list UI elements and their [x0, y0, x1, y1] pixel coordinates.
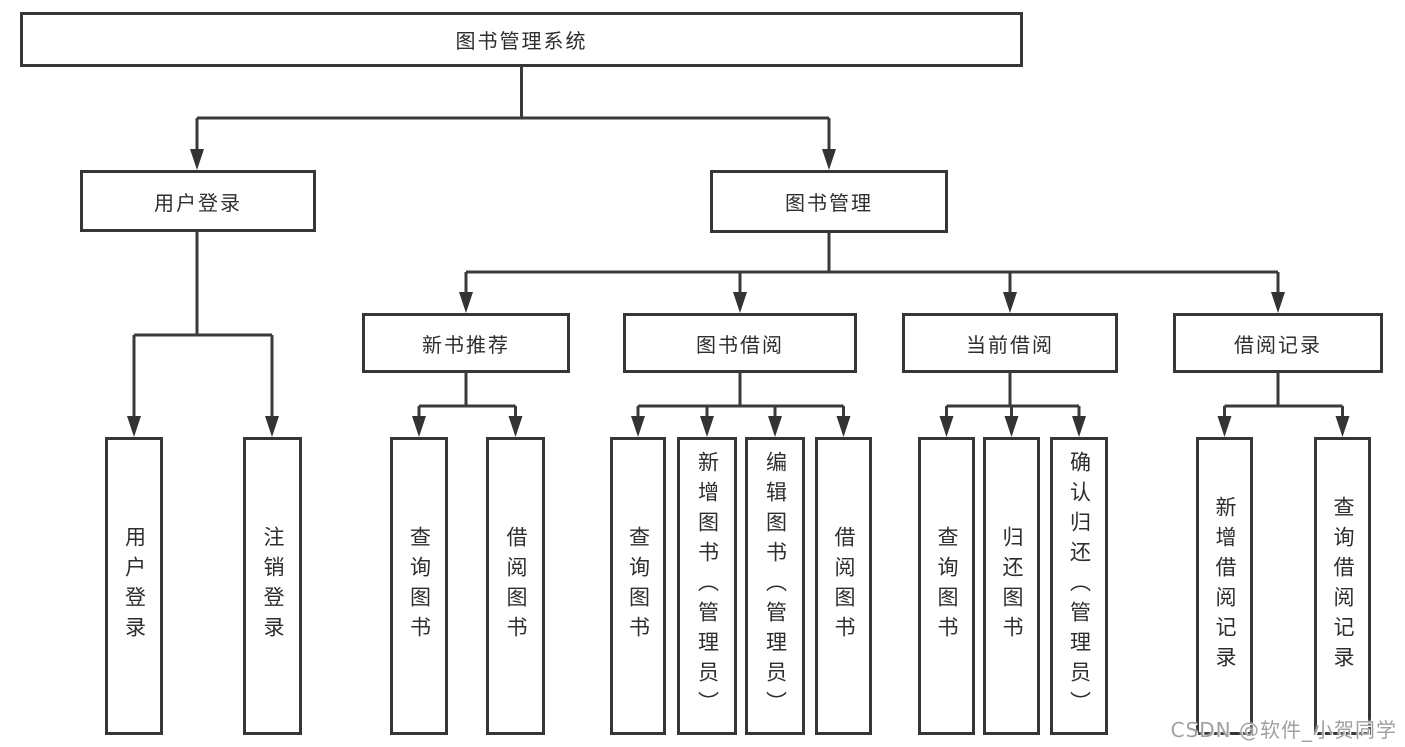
- arrow-down-icon: [733, 292, 747, 313]
- leaf-nb-query-books: 查询图书: [390, 437, 448, 735]
- leaf-bb-query-books: 查询图书: [610, 437, 666, 735]
- connector-current-borrow: [945, 373, 1081, 419]
- arrow-down-icon: [1003, 292, 1017, 313]
- node-book-management-label: 图书管理: [785, 191, 873, 215]
- arrow-down-icon: [1004, 416, 1019, 437]
- leaf-logout: 注销登录: [243, 437, 302, 735]
- connector-book-borrow: [636, 373, 845, 419]
- node-borrow-records: 借阅记录: [1173, 313, 1383, 373]
- node-root-label: 图书管理系统: [455, 29, 588, 53]
- node-book-management: 图书管理: [710, 170, 948, 233]
- leaf-br-add-record: 新增借阅记录: [1196, 437, 1253, 735]
- leaf-bb-query-books-label: 查询图书: [626, 526, 651, 646]
- leaf-nb-query-books-label: 查询图书: [407, 526, 432, 646]
- leaf-cb-return-books: 归还图书: [983, 437, 1040, 735]
- node-book-borrow: 图书借阅: [623, 313, 857, 373]
- leaf-bb-add-books-label: 新增图书（管理员）: [695, 451, 720, 721]
- arrow-down-icon: [459, 292, 473, 313]
- leaf-cb-query-books: 查询图书: [918, 437, 975, 735]
- node-current-borrow-label: 当前借阅: [966, 332, 1054, 357]
- connector-user-login: [132, 232, 274, 419]
- connector-borrow-records: [1223, 373, 1344, 419]
- arrow-down-icon: [508, 416, 523, 437]
- arrow-down-icon: [836, 416, 851, 437]
- leaf-br-query-record-label: 查询借阅记录: [1331, 496, 1355, 676]
- leaf-nb-borrow-books-label: 借阅图书: [504, 526, 528, 646]
- node-user-login: 用户登录: [80, 170, 316, 232]
- arrowheads: [127, 149, 1350, 437]
- node-current-borrow: 当前借阅: [902, 313, 1118, 373]
- arrow-down-icon: [1335, 416, 1350, 437]
- arrow-down-icon: [700, 416, 714, 437]
- leaf-bb-borrow-books: 借阅图书: [815, 437, 872, 735]
- leaf-cb-confirm-return: 确认归还（管理员）: [1050, 437, 1108, 735]
- arrow-down-icon: [412, 416, 426, 437]
- connector-new-book-recommend: [417, 373, 517, 419]
- node-new-book-recommend-label: 新书推荐: [422, 332, 510, 357]
- leaf-bb-add-books: 新增图书（管理员）: [677, 437, 737, 735]
- leaf-user-login-label: 用户登录: [122, 526, 147, 646]
- connector-root: [195, 67, 831, 152]
- node-root: 图书管理系统: [20, 12, 1023, 67]
- arrow-down-icon: [1217, 416, 1232, 437]
- arrow-down-icon: [939, 416, 954, 437]
- node-user-login-label: 用户登录: [154, 190, 242, 215]
- leaf-bb-borrow-books-label: 借阅图书: [832, 526, 856, 646]
- leaf-bb-edit-books-label: 编辑图书（管理员）: [763, 451, 788, 721]
- leaf-cb-confirm-return-label: 确认归还（管理员）: [1067, 451, 1092, 721]
- arrow-down-icon: [127, 416, 141, 437]
- arrow-down-icon: [768, 416, 782, 437]
- node-book-borrow-label: 图书借阅: [696, 332, 784, 357]
- watermark: CSDN @软件_小贺同学: [1170, 718, 1397, 742]
- leaf-cb-query-books-label: 查询图书: [935, 526, 959, 646]
- leaf-br-query-record: 查询借阅记录: [1314, 437, 1371, 735]
- leaf-user-login: 用户登录: [105, 437, 163, 735]
- arrow-down-icon: [265, 416, 279, 437]
- arrow-down-icon: [1072, 416, 1086, 437]
- node-new-book-recommend: 新书推荐: [362, 313, 570, 373]
- connector-book-management: [464, 233, 1280, 296]
- leaf-br-add-record-label: 新增借阅记录: [1213, 496, 1237, 676]
- leaf-bb-edit-books: 编辑图书（管理员）: [745, 437, 805, 735]
- leaf-logout-label: 注销登录: [261, 526, 285, 646]
- arrow-down-icon: [1271, 292, 1285, 313]
- node-borrow-records-label: 借阅记录: [1234, 332, 1322, 357]
- leaf-nb-borrow-books: 借阅图书: [486, 437, 545, 735]
- arrow-down-icon: [822, 149, 836, 170]
- arrow-down-icon: [631, 416, 645, 437]
- leaf-cb-return-books-label: 归还图书: [1000, 526, 1024, 646]
- arrow-down-icon: [190, 149, 204, 170]
